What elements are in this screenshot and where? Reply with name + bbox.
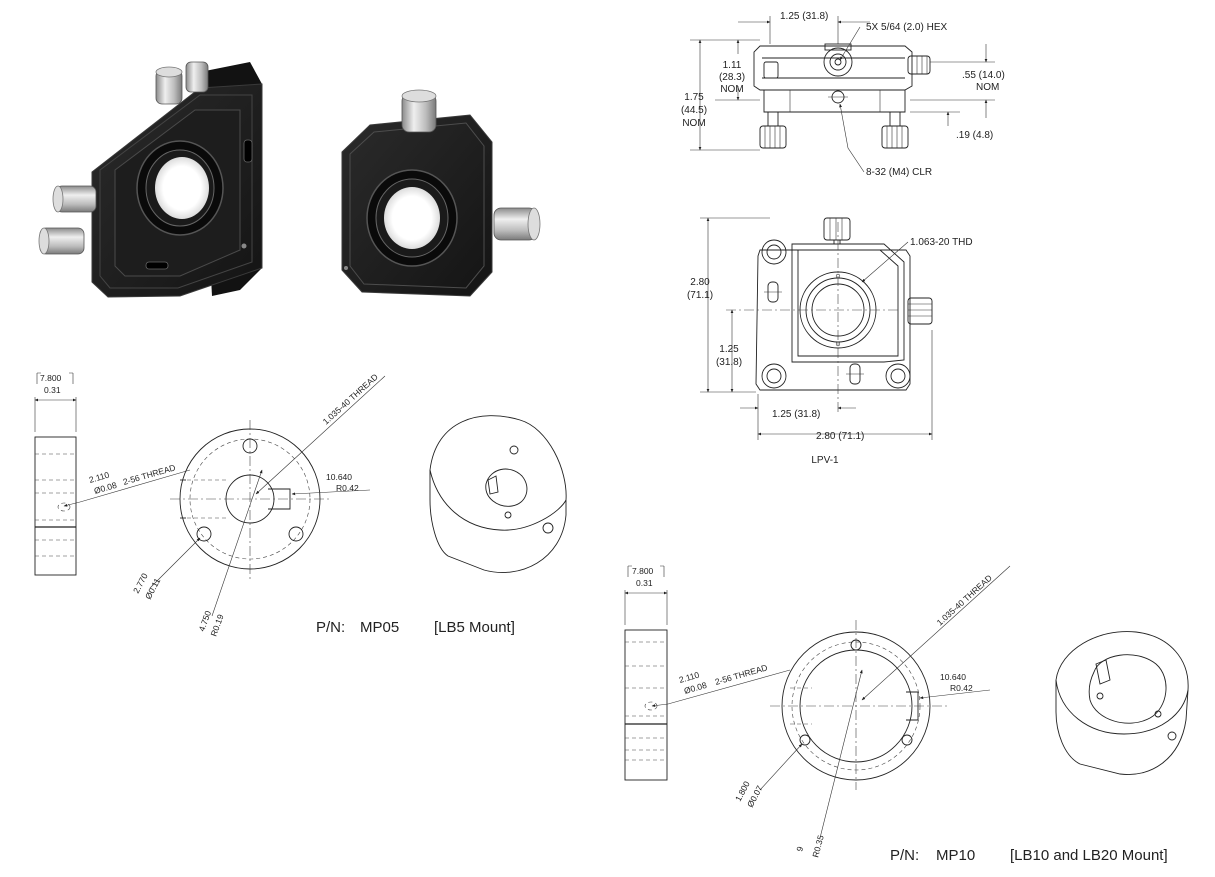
lpv-front-height-mm: (71.1) (687, 290, 713, 301)
lpv-side-small: .19 (4.8) (956, 130, 993, 141)
lpv-nom-height-1-mm: (28.3) (719, 72, 745, 83)
lpv-side-nom-suffix: NOM (976, 82, 999, 93)
mp10-key-dim-bottom: R0.42 (950, 683, 973, 693)
lpv-total-height-suffix: NOM (682, 118, 705, 129)
mp10-mount-label: [LB10 and LB20 Mount] (1010, 847, 1168, 864)
lpv-thread-note: 1.063-20 THD (910, 237, 973, 248)
lpv-front-height: 2.80 (690, 277, 710, 288)
mp10-radius-bottom: R0.35 (810, 834, 826, 859)
mp05-side-dim-top: 7.800 (40, 373, 62, 383)
mp05-drawing: 7.800 0.31 1.035-40 THREAD 2.110 Ø0.08 2… (34, 372, 567, 638)
lpv-full-width: 2.80 (71.1) (816, 431, 864, 442)
lpv-hex-note: 5X 5/64 (2.0) HEX (866, 22, 947, 33)
lpv-total-height: 1.75 (684, 92, 704, 103)
mp10-pn-value: MP10 (936, 847, 975, 864)
mp05-side-dim-bottom: 0.31 (44, 385, 61, 395)
lpv-top-view: 1.25 (31.8) 5X 5/64 (2.0) HEX 1.11 (28.3… (681, 11, 1005, 178)
mp05-pn-value: MP05 (360, 619, 399, 636)
mp10-side-dim-bottom: 0.31 (636, 578, 653, 588)
lpv-top-width-dim: 1.25 (31.8) (780, 11, 828, 22)
mp05-key-dim-bottom: R0.42 (336, 483, 359, 493)
mp10-key-dim-top: 10.640 (940, 672, 966, 682)
mp10-side-dim-top: 7.800 (632, 566, 654, 576)
mp05-thread-note: 1.035-40 THREAD (321, 372, 380, 427)
mp10-pn-label: P/N: (890, 847, 919, 864)
lpv-front-view: 1.063-20 THD 2.80 (71.1) 1.25 (31.8) 1.2… (687, 217, 973, 466)
lpv-side-nom: .55 (14.0) (962, 70, 1005, 81)
mp10-thread-note: 1.035-40 THREAD (935, 573, 994, 628)
mount-photo-front-left (38, 61, 263, 298)
mp05-pn-label: P/N: (316, 619, 345, 636)
lpv-center-width: 1.25 (31.8) (772, 409, 820, 420)
mp05-key-dim-top: 10.640 (326, 472, 352, 482)
mp10-radius-top: 9 (794, 845, 805, 852)
mp10-drawing: 7.800 0.31 1.035-40 THREAD 2.110 Ø0.08 2… (624, 565, 1189, 864)
mp05-hole-thread: 2-56 THREAD (122, 462, 177, 487)
mp10-hole-thread: 2-56 THREAD (714, 662, 769, 687)
lpv-nom-height-1-suffix: NOM (720, 84, 743, 95)
mp05-mount-label: [LB5 Mount] (434, 619, 515, 636)
lpv-center-height: 1.25 (719, 344, 739, 355)
lpv-center-height-mm: (31.8) (716, 357, 742, 368)
mount-photo-back-right (341, 89, 541, 297)
lpv-total-height-mm: (44.5) (681, 105, 707, 116)
lpv-model-label: LPV-1 (811, 455, 839, 466)
lpv-nom-height-1: 1.11 (723, 60, 742, 71)
lpv-clearance-note: 8-32 (M4) CLR (866, 167, 932, 178)
